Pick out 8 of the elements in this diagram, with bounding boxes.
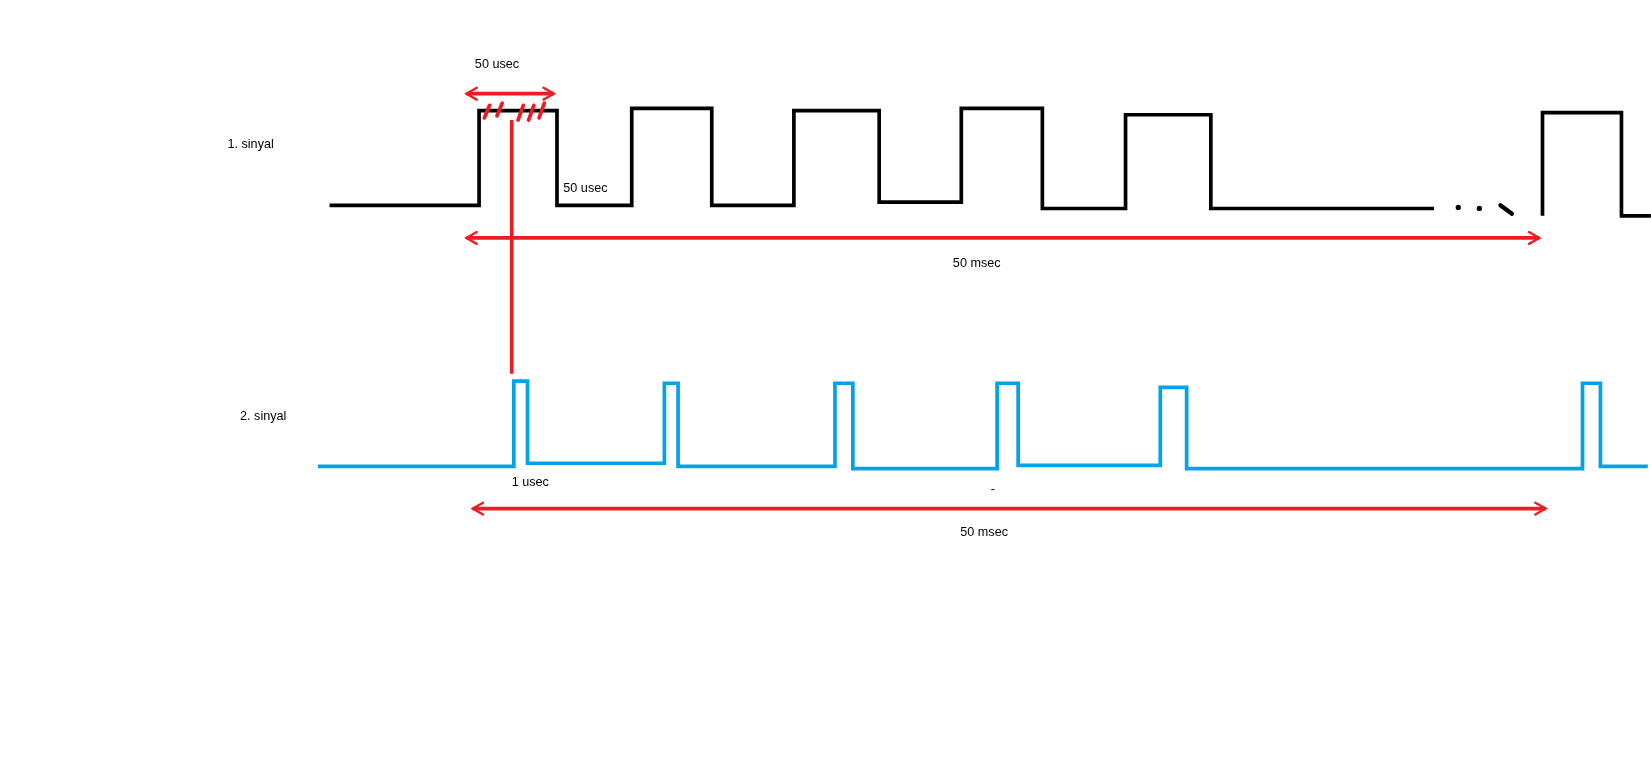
time-label: 50 msec — [952, 255, 1001, 271]
time-label: 50 msec — [960, 524, 1008, 540]
time-label: 1 usec — [511, 474, 549, 490]
time-label: 50 usec — [474, 56, 520, 72]
signal-label: 1. sinyal — [227, 136, 274, 152]
time-label: 50 usec — [563, 180, 608, 195]
dash-text: - — [990, 481, 995, 496]
signal-label: 2. sinyal — [240, 408, 287, 424]
